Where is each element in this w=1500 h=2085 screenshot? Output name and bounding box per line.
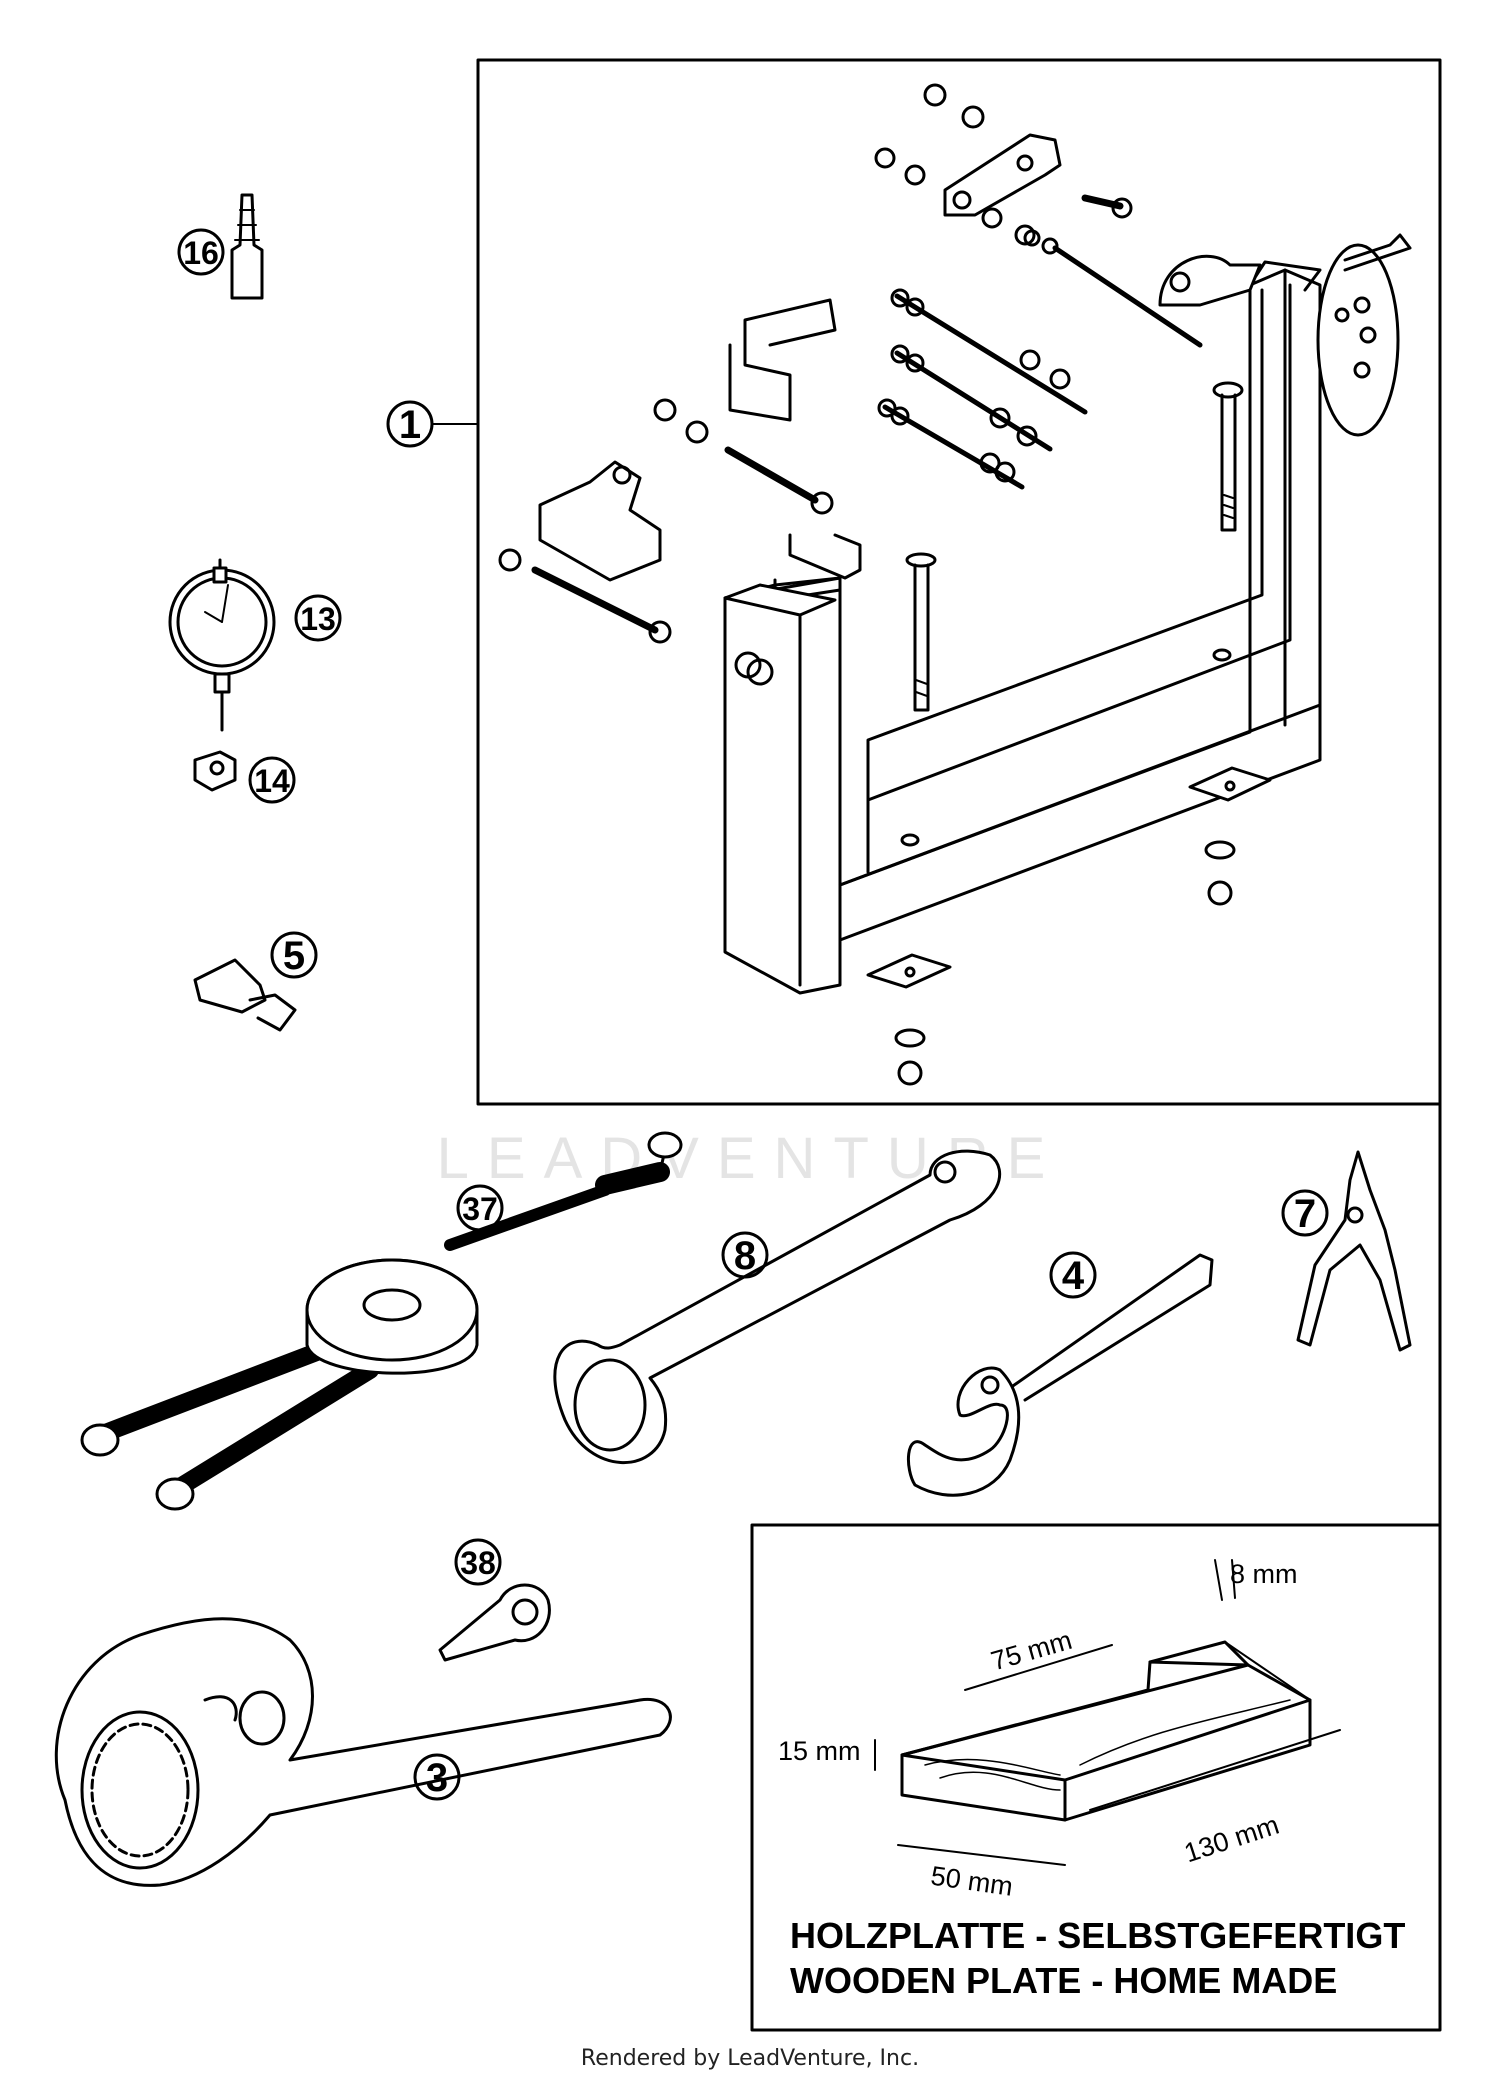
svg-text:3: 3 <box>426 1756 448 1800</box>
dim-50mm: 50 mm <box>929 1861 1015 1902</box>
svg-text:14: 14 <box>254 763 290 799</box>
part-16 <box>230 193 264 300</box>
dim-15mm: 15 mm <box>778 1736 861 1766</box>
callout-7: 7 <box>1281 1189 1329 1237</box>
callout-38: 38 <box>454 1538 502 1586</box>
part-3-holding-tool <box>54 1617 672 1887</box>
wood-plate-drawing <box>874 1559 1341 1866</box>
dim-130mm: 130 mm <box>1181 1810 1283 1869</box>
engine-stand-frame <box>476 58 1442 1106</box>
callout-8: 8 <box>721 1231 769 1279</box>
svg-text:8: 8 <box>734 1234 756 1278</box>
part-4-hook-wrench <box>906 1253 1214 1497</box>
svg-text:13: 13 <box>300 601 336 637</box>
wood-caption-de: HOLZPLATTE - SELBSTGEFERTIGT <box>790 1915 1405 1956</box>
callout-37: 37 <box>456 1184 504 1232</box>
part-38 <box>438 1583 551 1662</box>
callout-16: 16 <box>177 228 225 276</box>
svg-text:38: 38 <box>460 1545 496 1581</box>
svg-text:16: 16 <box>183 235 219 271</box>
svg-text:7: 7 <box>1294 1192 1316 1236</box>
callout-1: 1 <box>386 400 434 448</box>
dim-8mm: 8 mm <box>1230 1559 1298 1589</box>
callout-3: 3 <box>413 1753 461 1801</box>
svg-text:4: 4 <box>1062 1254 1085 1298</box>
svg-text:1: 1 <box>399 403 421 447</box>
wood-caption-en: WOODEN PLATE - HOME MADE <box>790 1960 1337 2001</box>
svg-text:37: 37 <box>462 1191 498 1227</box>
part-8-wrench <box>553 1149 1001 1464</box>
callout-5: 5 <box>270 931 318 979</box>
callout-13: 13 <box>294 594 342 642</box>
callout-4: 4 <box>1049 1251 1097 1299</box>
callout-14: 14 <box>248 756 296 804</box>
part-5 <box>193 958 297 1032</box>
footer-credit: Rendered by LeadVenture, Inc. <box>580 2046 920 2071</box>
engine-stand <box>498 83 1412 1086</box>
part-13-dial-gauge <box>168 558 276 732</box>
part-37-puller <box>80 1131 683 1511</box>
part-7-pliers <box>1296 1150 1412 1352</box>
wood-plate-box <box>750 1523 1442 2032</box>
part-14 <box>193 750 237 792</box>
svg-text:5: 5 <box>283 934 305 978</box>
